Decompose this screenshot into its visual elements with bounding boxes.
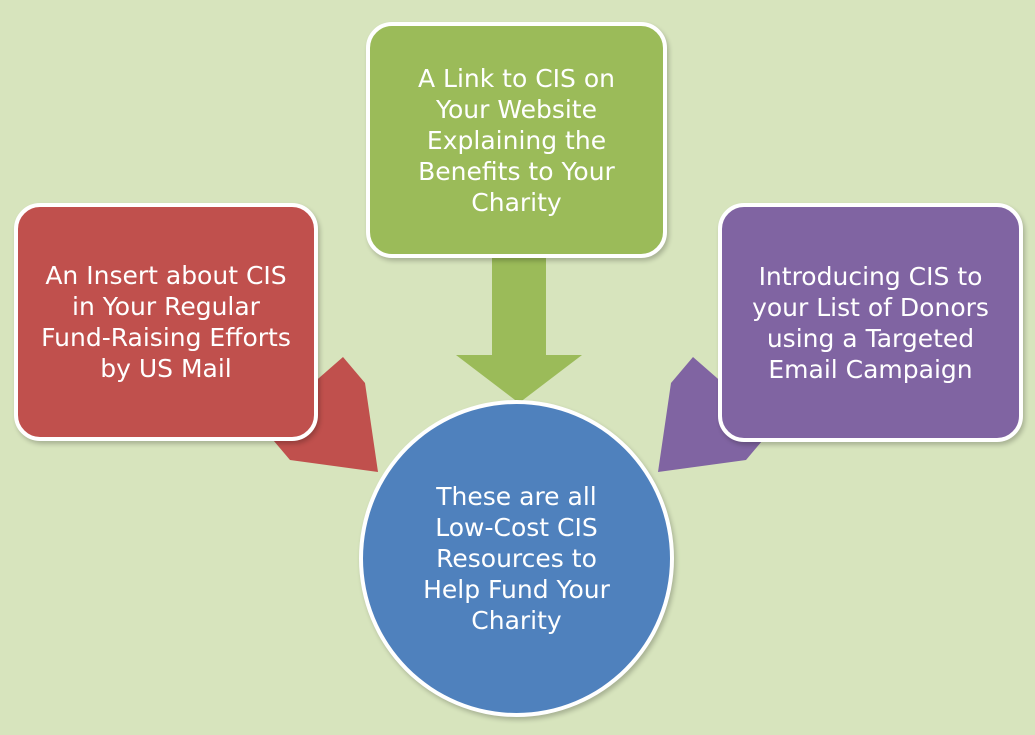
node-center-resources: These are all Low-Cost CIS Resources to …: [359, 400, 674, 717]
node-center-label: These are all Low-Cost CIS Resources to …: [423, 482, 610, 635]
node-right-email-campaign: Introducing CIS to your List of Donors u…: [718, 203, 1023, 442]
node-left-label: An Insert about CIS in Your Regular Fund…: [41, 261, 291, 383]
arrow-left-to-center: [268, 357, 378, 472]
arrow-top-to-center: [456, 258, 582, 403]
node-top-label: A Link to CIS on Your Website Explaining…: [417, 63, 616, 217]
node-top-website-link: A Link to CIS on Your Website Explaining…: [366, 22, 667, 258]
node-right-label: Introducing CIS to your List of Donors u…: [752, 261, 989, 384]
arrow-right-to-center: [658, 357, 768, 472]
node-left-mail-insert: An Insert about CIS in Your Regular Fund…: [14, 203, 318, 441]
